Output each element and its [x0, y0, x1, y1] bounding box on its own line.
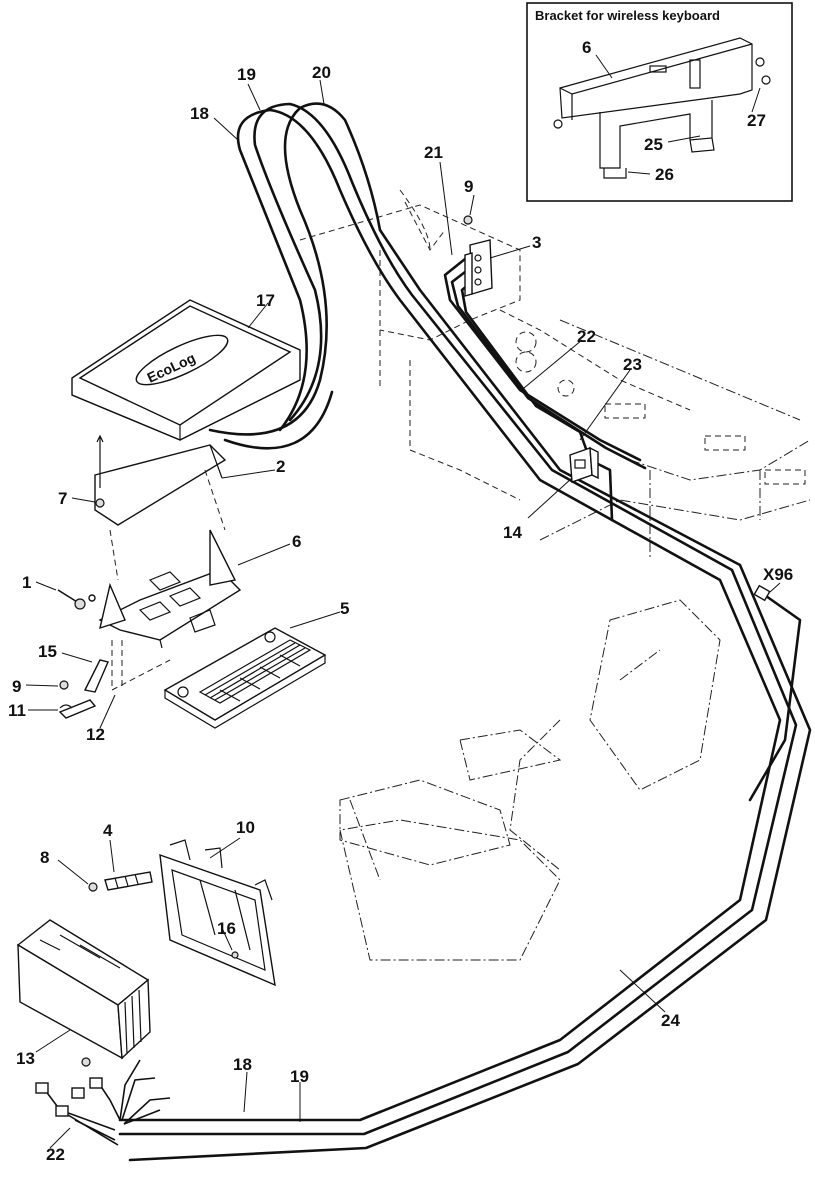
- wireless-keyboard-bracket-drawing: [553, 37, 771, 179]
- x96-connector: [753, 584, 771, 602]
- cable-loop-18-19-20: [118, 102, 812, 1162]
- label-22-bottom: 22: [46, 1145, 65, 1164]
- label-6: 6: [292, 532, 301, 551]
- keyboard-bracket: [98, 529, 242, 649]
- leader-lines: [25, 79, 781, 1149]
- label-18-top: 18: [190, 104, 209, 123]
- connector-b: [89, 1077, 103, 1089]
- operator-seat-outline: [339, 599, 721, 961]
- cable-harness-tail: [35, 1059, 171, 1146]
- screw-9-top: [463, 215, 473, 225]
- label-19-top: 19: [237, 65, 256, 84]
- inset-title: Bracket for wireless keyboard: [535, 8, 720, 23]
- cable-21-22-23: [443, 253, 647, 522]
- label-7: 7: [58, 489, 67, 508]
- inset-bracket-wireless-keyboard: Bracket for wireless keyboard 6 27 25 26: [526, 2, 793, 202]
- label-12: 12: [86, 725, 105, 744]
- label-17: 17: [256, 291, 275, 310]
- keyboard-keys: [198, 639, 312, 704]
- bracket-strip-4: [88, 871, 153, 892]
- screw-7: [95, 498, 105, 508]
- screw-16: [231, 951, 239, 959]
- label-13: 13: [16, 1049, 35, 1068]
- ecu-mounting-frame: [159, 839, 276, 987]
- screw-8: [88, 882, 98, 892]
- label-5: 5: [340, 599, 349, 618]
- label-26: 26: [655, 165, 674, 184]
- label-18-bottom: 18: [233, 1055, 252, 1074]
- relay-14: [569, 446, 599, 483]
- label-19-bottom: 19: [290, 1067, 309, 1086]
- label-x96: X96: [763, 565, 793, 584]
- inset-frame: [526, 2, 793, 202]
- label-2: 2: [276, 457, 285, 476]
- connector-a: [35, 1082, 49, 1094]
- label-16: 16: [217, 919, 236, 938]
- bolt-1: [57, 589, 96, 610]
- label-23: 23: [623, 355, 642, 374]
- ecu-module-13: [16, 919, 151, 1067]
- keyboard: [163, 627, 327, 729]
- label-21: 21: [424, 143, 443, 162]
- connector-d: [55, 1105, 69, 1117]
- label-20: 20: [312, 63, 331, 82]
- label-6-inset: 6: [582, 38, 591, 57]
- terminal-block-3: [463, 215, 493, 297]
- label-27: 27: [747, 111, 766, 130]
- label-9: 9: [12, 677, 21, 696]
- label-9-top: 9: [464, 177, 473, 196]
- screw-9: [59, 680, 69, 690]
- label-8: 8: [40, 848, 49, 867]
- label-10: 10: [236, 818, 255, 837]
- cab-outline: [299, 189, 811, 961]
- label-3: 3: [532, 233, 541, 252]
- label-24: 24: [661, 1011, 680, 1030]
- label-25: 25: [644, 135, 663, 154]
- part-number-labels: 19 20 18 21 9 3 17 22 23 2 7 14 6 X96 1 …: [8, 63, 793, 1164]
- cable-x96: [748, 584, 802, 802]
- label-1: 1: [22, 573, 31, 592]
- small-bracket-15: [58, 640, 171, 719]
- label-22-top: 22: [577, 327, 596, 346]
- label-4: 4: [103, 821, 113, 840]
- label-14: 14: [503, 523, 522, 542]
- display-mount-plate: [94, 434, 227, 581]
- label-15: 15: [38, 642, 57, 661]
- label-11: 11: [8, 701, 26, 720]
- connector-c: [71, 1087, 85, 1099]
- ecolog-display-unit: EcoLog: [71, 299, 301, 441]
